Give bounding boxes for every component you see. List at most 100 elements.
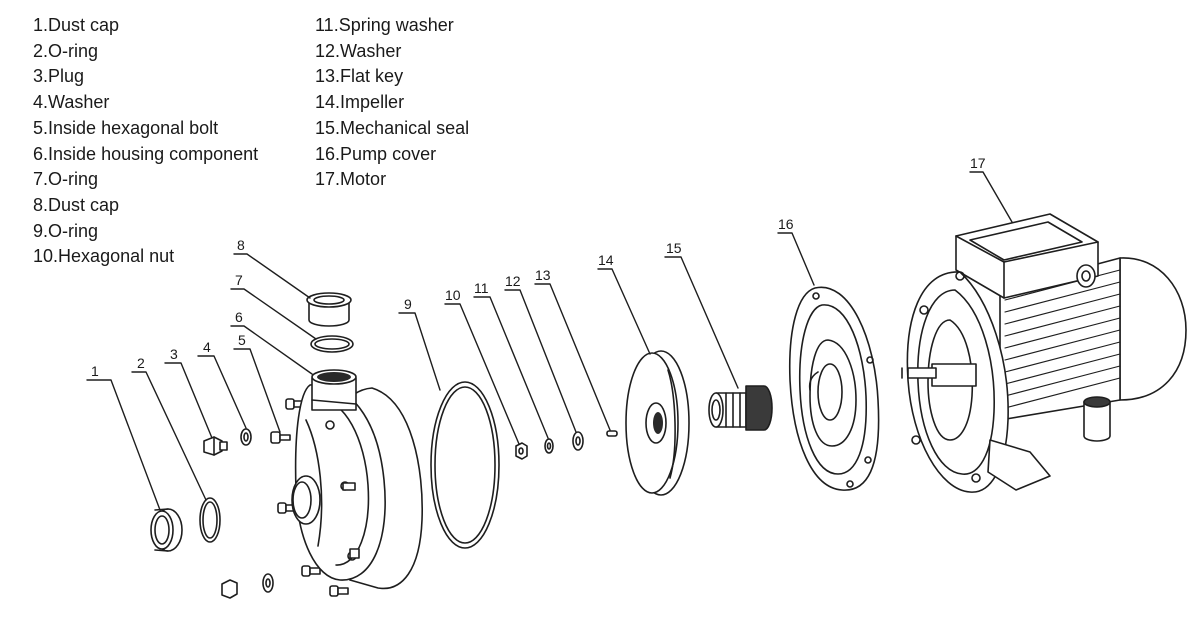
legend-item-name: Pump cover	[340, 143, 437, 164]
part-o-ring-7	[310, 335, 354, 353]
part-o-ring-2	[199, 497, 221, 543]
part-dust-cap-1	[150, 508, 183, 552]
legend-item-name: Hexagonal nut	[58, 246, 175, 267]
legend-item-number: 3	[33, 66, 44, 87]
callout-8: 8	[237, 237, 245, 253]
callout-leaders	[86, 171, 1013, 511]
callout-10: 10	[445, 287, 461, 303]
legend-item: 4.Washer	[33, 90, 258, 116]
part-washer-12	[572, 431, 584, 451]
legend-item-name: Impeller	[340, 92, 405, 113]
legend-item-number: 16	[315, 143, 336, 164]
legend-item-name: Inside hexagonal bolt	[48, 117, 219, 138]
callout-15: 15	[666, 240, 682, 256]
legend-item-name: Flat key	[340, 66, 404, 87]
callout-13: 13	[535, 267, 551, 283]
legend-item-separator: .	[43, 143, 49, 164]
legend-item-number: 7	[33, 169, 44, 190]
legend-item-separator: .	[43, 220, 49, 241]
legend-item: 13.Flat key	[315, 64, 469, 90]
legend-item-number: 15	[315, 117, 336, 138]
legend-item-separator: .	[43, 40, 49, 61]
callout-11: 11	[474, 280, 489, 296]
callout-1: 1	[91, 363, 99, 379]
legend-item: 3.Plug	[33, 64, 258, 90]
legend-item-number: 13	[315, 66, 336, 87]
legend-item: 17.Motor	[315, 167, 469, 193]
callout-16: 16	[778, 216, 794, 232]
legend-item: 15.Mechanical seal	[315, 116, 469, 142]
legend-item-separator: .	[335, 66, 341, 87]
legend-item: 6.Inside housing component	[33, 142, 258, 168]
callout-3: 3	[170, 346, 178, 362]
legend-item-separator: .	[43, 15, 49, 35]
legend-item: 16.Pump cover	[315, 142, 469, 168]
legend-item-number: 2	[33, 40, 44, 61]
part-impeller-14	[625, 350, 690, 496]
legend-item: 5.Inside hexagonal bolt	[33, 116, 258, 142]
legend-item-number: 1	[33, 15, 44, 35]
legend-item-name: O-ring	[48, 40, 99, 61]
legend-item-name: Washer	[48, 92, 110, 113]
legend-item-number: 17	[315, 169, 336, 190]
legend-item-separator: .	[335, 143, 341, 164]
part-hex-bolt-5	[270, 431, 291, 444]
callout-4: 4	[203, 339, 211, 355]
legend-item: 11.Spring washer	[315, 13, 469, 39]
legend-item-name: Washer	[340, 40, 402, 61]
legend-item-separator: .	[335, 169, 341, 190]
legend-item-number: 5	[33, 117, 44, 138]
part-pump-cover-16	[788, 286, 880, 491]
part-hex-nut-10	[515, 442, 528, 460]
legend-item-name: Mechanical seal	[340, 117, 470, 138]
legend-item-separator: .	[335, 117, 341, 138]
part-o-ring-9	[430, 381, 500, 549]
legend-item-separator: .	[43, 169, 49, 190]
part-mechanical-seal-15	[708, 385, 773, 431]
part-dust-cap-8	[306, 292, 352, 327]
legend-item-separator: .	[335, 92, 341, 113]
legend-item: 7.O-ring	[33, 167, 258, 193]
legend-item: 12.Washer	[315, 39, 469, 65]
legend-item-number: 8	[33, 194, 44, 215]
callout-7: 7	[235, 272, 243, 288]
legend-item-number: 11	[315, 15, 334, 35]
legend-item-name: Motor	[340, 169, 387, 190]
legend-item-separator: .	[43, 92, 49, 113]
legend-item-separator: .	[43, 117, 49, 138]
legend-item-number: 6	[33, 143, 44, 164]
callout-2: 2	[137, 355, 145, 371]
callout-labels: 1 2 3 4 5 6 7 8 9 10 11 12 13 14 15 16 1…	[91, 155, 986, 379]
legend-item-separator: .	[43, 194, 49, 215]
part-spring-washer-11	[544, 438, 554, 454]
legend-item: 8.Dust cap	[33, 193, 258, 219]
legend-item-name: Plug	[48, 66, 85, 87]
callout-17: 17	[970, 155, 986, 171]
legend-item-name: O-ring	[48, 169, 99, 190]
housing-bolts	[221, 398, 349, 599]
legend-item-name: Dust cap	[48, 194, 120, 215]
legend-item-number: 9	[33, 220, 44, 241]
part-washer-4	[240, 428, 252, 446]
legend-item-name: Dust cap	[48, 15, 120, 35]
legend-item: 10.Hexagonal nut	[33, 244, 258, 270]
legend-item: 14.Impeller	[315, 90, 469, 116]
legend-item-number: 12	[315, 40, 336, 61]
legend-item-number: 10	[33, 246, 54, 267]
legend-item-separator: .	[43, 66, 49, 87]
legend-item-separator: .	[333, 15, 339, 35]
callout-6: 6	[235, 309, 243, 325]
legend-item-name: Inside housing component	[48, 143, 259, 164]
legend-item-number: 4	[33, 92, 44, 113]
legend-item-name: O-ring	[48, 220, 99, 241]
legend-item-name: Spring washer	[338, 15, 454, 35]
legend-item-separator: .	[335, 40, 341, 61]
part-motor-17	[901, 213, 1187, 493]
legend-item: 9.O-ring	[33, 219, 258, 245]
callout-12: 12	[505, 273, 521, 289]
legend-item: 1.Dust cap	[33, 13, 258, 39]
part-pump-housing-6	[291, 369, 424, 590]
callout-5: 5	[238, 332, 246, 348]
